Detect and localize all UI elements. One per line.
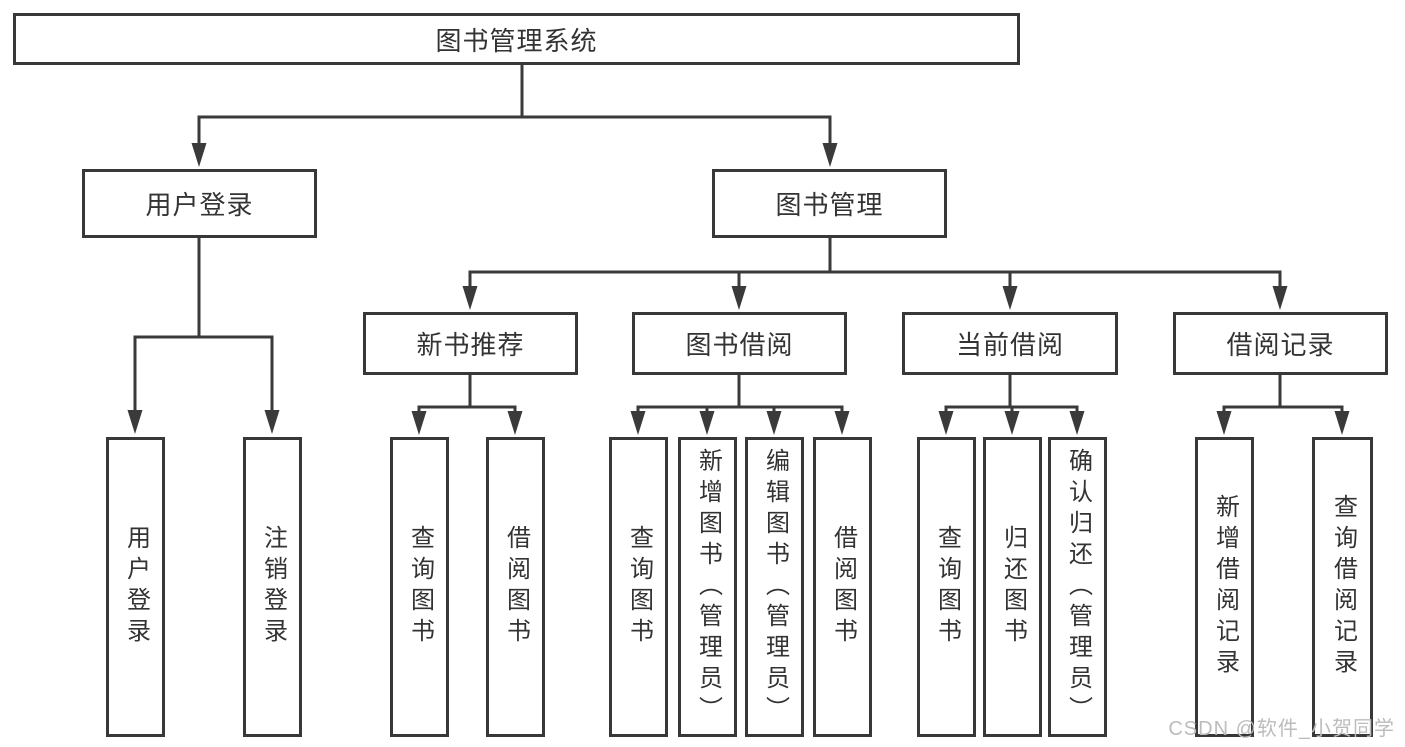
arrowhead: [264, 410, 280, 434]
leaf-user-login: 用户登录: [106, 437, 165, 737]
arrowhead: [1004, 411, 1020, 435]
arrowhead: [462, 286, 478, 310]
node-book-borrow: 图书借阅: [632, 312, 847, 375]
node-user-login: 用户登录: [82, 169, 317, 238]
arrowhead: [1216, 411, 1232, 435]
leaf-add-borrow-record-label: 新增借阅记录: [1211, 494, 1239, 680]
arrowhead: [507, 411, 523, 435]
csdn-watermark: CSDN @软件_小贺同学: [1168, 718, 1395, 740]
arrowhead: [1272, 286, 1288, 310]
leaf-edit-book-admin: 编辑图书（管理员）: [745, 437, 804, 737]
arrowhead: [191, 143, 207, 167]
node-book-management-label: 图书管理: [775, 190, 884, 220]
node-new-book-recommend-label: 新书推荐: [416, 330, 525, 360]
arrowhead: [1334, 411, 1350, 435]
leaf-query-book-3-label: 查询图书: [933, 525, 961, 649]
leaf-query-book-1: 查询图书: [390, 437, 449, 737]
arrowhead: [411, 411, 427, 435]
leaf-confirm-return-admin-label: 确认归还（管理员）: [1064, 447, 1092, 727]
arrowhead: [938, 411, 954, 435]
leaf-logout: 注销登录: [243, 437, 302, 737]
arrowhead: [699, 411, 715, 435]
arrowhead: [731, 286, 747, 310]
arrowhead: [766, 411, 782, 435]
node-borrow-records-label: 借阅记录: [1226, 330, 1335, 360]
leaf-return-book: 归还图书: [983, 437, 1042, 737]
leaf-borrow-book-1: 借阅图书: [486, 437, 545, 737]
leaf-logout-label: 注销登录: [259, 525, 287, 649]
leaf-add-book-admin: 新增图书（管理员）: [678, 437, 737, 737]
node-current-borrow: 当前借阅: [902, 312, 1118, 375]
leaf-query-book-2: 查询图书: [609, 437, 668, 737]
node-current-borrow-label: 当前借阅: [955, 330, 1064, 360]
arrowhead: [822, 143, 838, 167]
node-book-management: 图书管理: [712, 169, 947, 238]
node-book-borrow-label: 图书借阅: [685, 330, 794, 360]
leaf-borrow-book-2: 借阅图书: [813, 437, 872, 737]
leaf-add-borrow-record: 新增借阅记录: [1195, 437, 1254, 737]
arrowhead: [630, 411, 646, 435]
leaf-query-book-2-label: 查询图书: [625, 525, 653, 649]
node-borrow-records: 借阅记录: [1173, 312, 1388, 375]
leaf-confirm-return-admin: 确认归还（管理员）: [1048, 437, 1107, 737]
node-root-label: 图书管理系统: [435, 25, 598, 56]
leaf-query-borrow-record-label: 查询借阅记录: [1329, 494, 1357, 680]
leaf-user-login-label: 用户登录: [122, 525, 150, 649]
node-new-book-recommend: 新书推荐: [363, 312, 578, 375]
leaf-borrow-book-1-label: 借阅图书: [502, 525, 530, 649]
arrowhead: [834, 411, 850, 435]
node-root: 图书管理系统: [13, 13, 1020, 65]
arrowhead: [1002, 286, 1018, 310]
leaf-return-book-label: 归还图书: [999, 525, 1027, 649]
node-user-login-label: 用户登录: [145, 190, 254, 220]
arrowhead: [127, 410, 143, 434]
leaf-query-book-1-label: 查询图书: [406, 525, 434, 649]
leaf-borrow-book-2-label: 借阅图书: [829, 525, 857, 649]
arrowhead: [1069, 411, 1085, 435]
leaf-query-borrow-record: 查询借阅记录: [1312, 437, 1373, 737]
leaf-query-book-3: 查询图书: [917, 437, 976, 737]
leaf-edit-book-admin-label: 编辑图书（管理员）: [761, 447, 789, 727]
leaf-add-book-admin-label: 新增图书（管理员）: [694, 447, 722, 727]
